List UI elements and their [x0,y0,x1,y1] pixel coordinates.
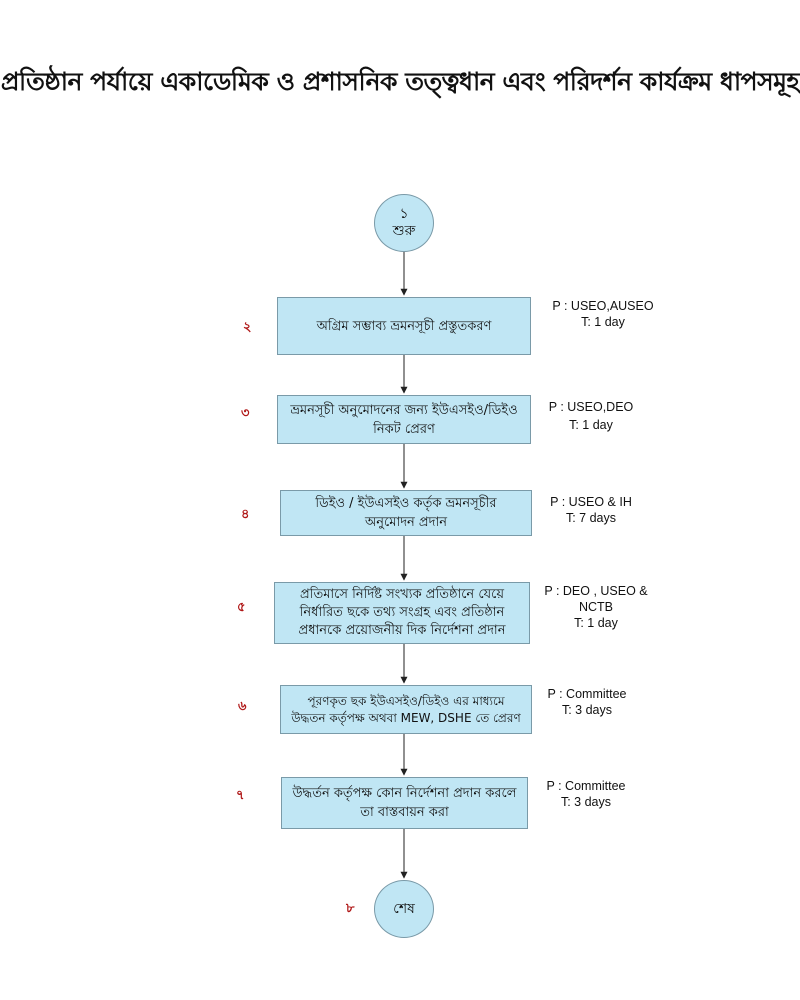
step-3-text: ভ্রমনসূচী অনুমোদনের জন্য ইউএসইও/ডিইও নিক… [290,402,518,437]
step-7-box: উদ্ধর্তন কর্তৃপক্ষ কোন নির্দেশনা প্রদান … [281,777,528,829]
start-node: ১ শুরু [374,194,434,252]
step-3-number: ৩ [241,406,250,421]
step-4-number: ৪ [241,507,250,522]
step-6-box: পূরণকৃত ছক ইউএসইও/ডিইও এর মাধ্যমে উদ্ধতন… [280,685,532,734]
step-4-info: P : USEO & IH T: 7 days [550,495,632,525]
step-2-number: ২ [243,320,252,335]
step-5-box: প্রতিমাসে নির্দিষ্ট সংখ্যক প্রতিষ্ঠানে য… [274,582,530,644]
step-2-text: অগ্রিম সম্ভাব্য ভ্রমনসূচী প্রস্তুতকরণ [316,318,492,334]
step-7-info: P : Committee T: 3 days [546,779,626,809]
step-3-box: ভ্রমনসূচী অনুমোদনের জন্য ইউএসইও/ডিইও নিক… [277,395,531,444]
step-3-info: P : USEO,DEO T: 1 day [548,400,634,432]
step-4-box: ডিইও / ইউএসইও কর্তৃক ভ্রমনসূচীর অনুমোদন … [280,490,532,536]
step-2-box: অগ্রিম সম্ভাব্য ভ্রমনসূচী প্রস্তুতকরণ [277,297,531,355]
end-number: ৮ [346,901,355,916]
start-label: শুরু [392,223,416,239]
step-7-text: উদ্ধর্তন কর্তৃপক্ষ কোন নির্দেশনা প্রদান … [292,786,517,820]
step-7-number: ৭ [236,788,245,803]
end-node: শেষ [374,880,434,938]
end-label: শেষ [393,900,415,917]
step-6-info: P : Committee T: 3 days [547,687,627,717]
step-5-number: ৫ [237,600,246,615]
step-5-info: P : DEO , USEO & NCTB T: 1 day [544,584,648,630]
step-6-text: পূরণকৃত ছক ইউএসইও/ডিইও এর মাধ্যমে উদ্ধতন… [291,693,521,725]
step-6-number: ৬ [238,699,247,714]
step-2-info: P : USEO,AUSEO T: 1 day [552,299,654,329]
step-4-text: ডিইও / ইউএসইও কর্তৃক ভ্রমনসূচীর অনুমোদন … [315,496,497,530]
page-title: প্রতিষ্ঠান পর্যায়ে একাডেমিক ও প্রশাসনিক… [0,67,800,96]
step-5-text: প্রতিমাসে নির্দিষ্ট সংখ্যক প্রতিষ্ঠানে য… [298,587,506,638]
start-number: ১ [399,206,409,222]
